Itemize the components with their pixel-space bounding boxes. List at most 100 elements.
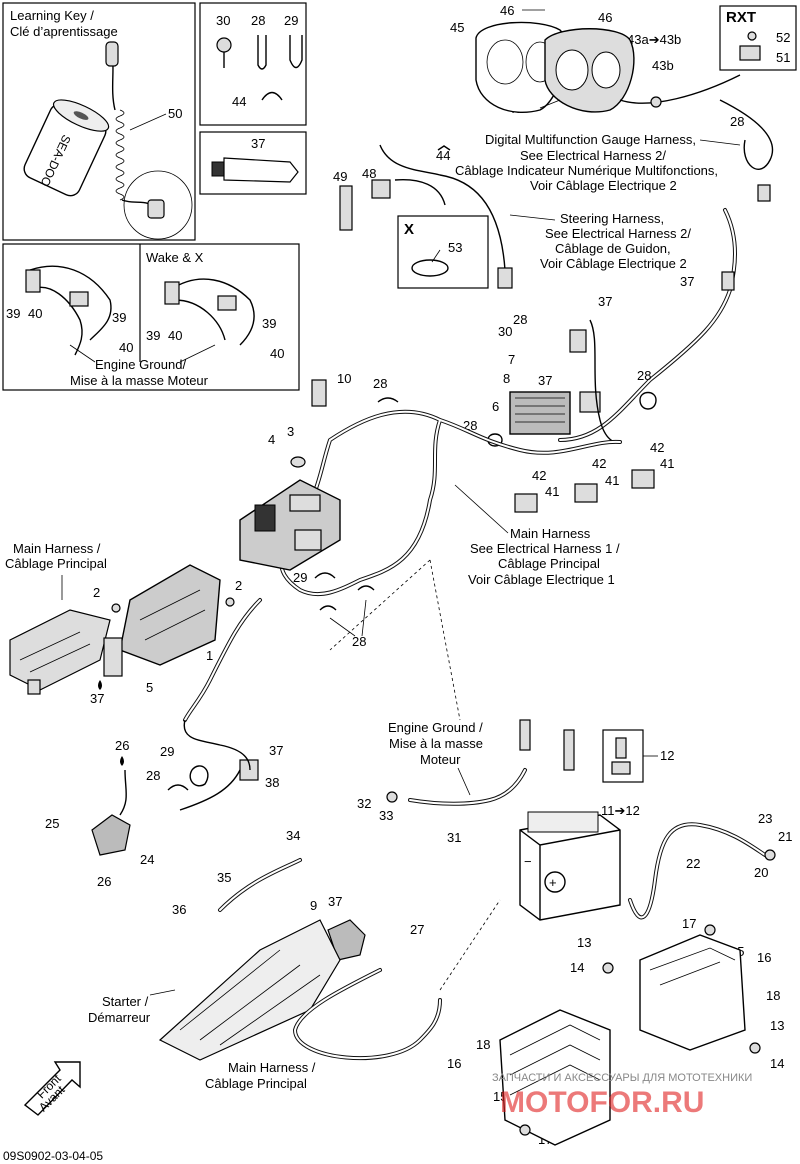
learning-key-title: Learning Key / [10,8,94,23]
starter-label-2: Démarreur [88,1010,151,1025]
callout-16: 16 [757,950,771,965]
main-harness-left-label: Main Harness / [13,541,101,556]
callout-31: 31 [447,830,461,845]
engine-ground-battery: Engine Ground / Mise à la masse Moteur 3… [357,719,792,921]
callout-28: 28 [251,13,265,28]
gauge-cluster: 45 46 46 43a➔43b 43b 47 [450,3,741,116]
callout-39: 39 [112,310,126,325]
callout-25: 25 [45,816,59,831]
engine-ground-2-label: Engine Ground / [388,720,483,735]
tail-harness: 26 29 28 37 38 25 24 26 [45,719,283,889]
callout-39: 39 [6,306,20,321]
gauge-harness-label: Digital Multifunction Gauge Harness, [485,132,696,147]
clip-box: 30 28 29 44 [199,2,307,126]
callout-44: 44 [232,94,246,109]
callout-28: 28 [373,376,387,391]
callout-24: 24 [140,852,154,867]
callout-5: 5 [146,680,153,695]
callout-37: 37 [328,894,342,909]
callout-29: 29 [284,13,298,28]
steering-harness: 44 49 48 Steering Harness, See Electrica… [333,144,691,289]
callout-22: 22 [686,856,700,871]
engine-ground-box: Wake & X 39 40 39 40 39 40 39 40 Engine … [2,243,300,391]
callout-36: 36 [172,902,186,917]
x-box: X 53 [397,215,489,289]
main-harness-bottom-label-2: Câblage Principal [205,1076,307,1091]
callout-17: 17 [682,916,696,931]
engine-ground-label-fr: Mise à la masse Moteur [70,373,209,388]
learning-key-title-fr: Clé d’aprentissage [10,24,118,39]
callout-2: 2 [235,578,242,593]
callout-30: 30 [216,13,230,28]
callout-26: 26 [115,738,129,753]
callout-37: 37 [269,743,283,758]
callout-46: 46 [598,10,612,25]
main-harness-left-label-2: Câblage Principal [5,556,107,571]
callout-20: 20 [754,865,768,880]
starter-label: Starter / [102,994,149,1009]
callout-18: 18 [476,1037,490,1052]
callout-42: 42 [592,456,606,471]
callout-35: 35 [217,870,231,885]
callout-28: 28 [637,368,651,383]
callout-8: 8 [503,371,510,386]
engine-ground-label: Engine Ground/ [95,357,186,372]
callout-42: 42 [532,468,546,483]
callout-14: 14 [570,960,584,975]
wake-x-label: Wake & X [146,250,204,265]
callout-41: 41 [660,456,674,471]
watermark-line2: MOTOFOR.RU [500,1086,704,1119]
callout-9: 9 [310,898,317,913]
callout-44: 44 [436,148,450,163]
callout-34: 34 [286,828,300,843]
callout-4: 4 [268,432,275,447]
battery-minus: − [524,854,532,869]
grease-box: 37 [199,131,307,195]
callout-51: 51 [776,50,790,65]
gauge-harness-label-4: Voir Câblage Electrique 2 [530,178,677,193]
steering-harness-label-4: Voir Câblage Electrique 2 [540,256,687,271]
diagram-code: 09S0902-03-04-05 [3,1149,103,1163]
connectors-41-42: 42 41 42 41 42 41 [514,440,674,513]
callout-33: 33 [379,808,393,823]
main-harness-label-4: Voir Câblage Electrique 1 [468,572,615,587]
callout-48: 48 [362,166,376,181]
callout-40: 40 [270,346,284,361]
callout-30: 30 [498,324,512,339]
callout-39: 39 [262,316,276,331]
callout-28: 28 [730,114,744,129]
callout-29: 29 [160,744,174,759]
watermark-line1: ЗАПЧАСТИ И АКСЕССУАРЫ ДЛЯ МОТОТЕХНИКИ [492,1072,752,1084]
callout-6: 6 [492,399,499,414]
callout-12: 12 [660,748,674,763]
callout-37: 37 [598,294,612,309]
callout-13: 13 [770,1018,784,1033]
callout-52: 52 [776,30,790,45]
regulator-area: 30 28 37 7 8 37 6 [492,294,621,444]
callout-43a-43b: 43a➔43b [627,32,681,47]
callout-40: 40 [119,340,133,355]
callout-26: 26 [97,874,111,889]
battery-box: 17 15 13 14 16 18 13 14 18 16 15 17 [447,916,784,1147]
main-harness-left: Main Harness / Câblage Principal 2 2 1 5… [5,541,242,706]
main-harness-label-3: Câblage Principal [498,556,600,571]
callout-16: 16 [447,1056,461,1071]
callout-39: 39 [146,328,160,343]
callout-10: 10 [337,371,351,386]
callout-29: 29 [293,570,307,585]
callout-3: 3 [287,424,294,439]
callout-41: 41 [605,473,619,488]
callout-50: 50 [168,106,182,121]
fuse-box: 4 3 [239,424,341,571]
callout-28: 28 [513,312,527,327]
callout-42: 42 [650,440,664,455]
callout-13: 13 [577,935,591,950]
front-arrow-icon: Front Avant [23,1061,81,1116]
battery-plus: + [549,875,557,890]
steering-harness-label-2: See Electrical Harness 2/ [545,226,691,241]
callout-37-box: 37 [251,136,265,151]
callout-23: 23 [758,811,772,826]
callout-28: 28 [146,768,160,783]
main-harness-label: Main Harness [510,526,591,541]
